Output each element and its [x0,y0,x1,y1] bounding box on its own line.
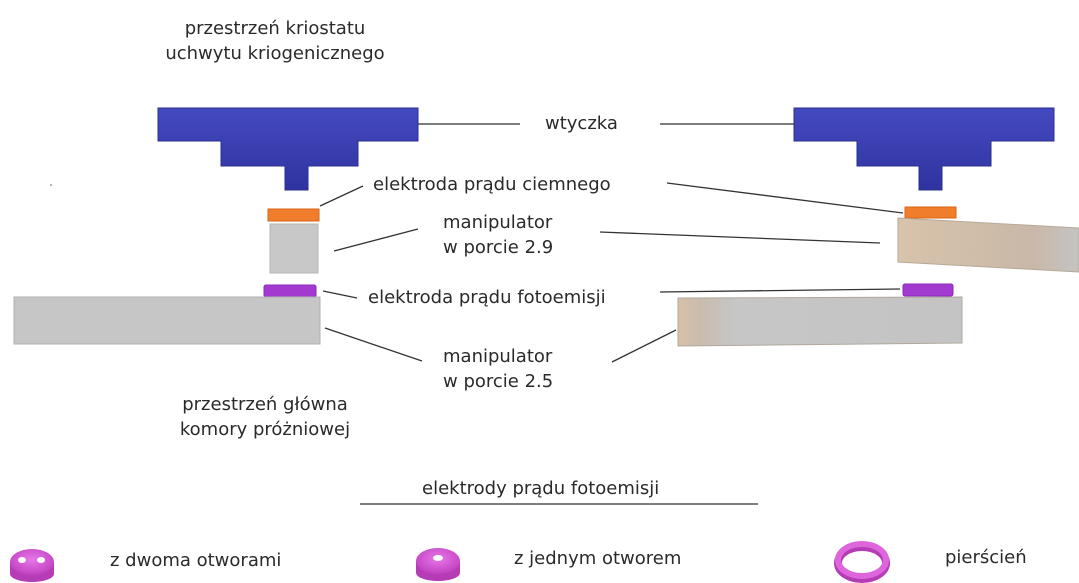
plug-right [793,107,1055,191]
photo-electrode-leader-right [659,288,901,293]
dark-current-electrode-left [267,208,320,222]
cryostat-space-line1: przestrzeń kriostatu [184,18,366,39]
disc-two-holes-icon [10,549,54,582]
manipulator-25-label: manipulator w porcie 2.5 [443,344,553,394]
manipulator-25-leader-right [611,329,677,363]
manipulator-25-right [677,296,963,347]
manipulator-29-right [897,217,1079,273]
speck [50,184,52,186]
main-space-line1: przestrzeń główna [182,394,348,415]
legend-item-two-holes: z dwoma otworami [110,550,282,571]
photo-electrode-left [263,284,317,298]
manipulator-25-left [13,296,321,345]
main-space-line2: komory próżniowej [179,419,351,440]
manipulator-25-leader-left [324,327,423,362]
cryostat-space-line2: uchwytu kriogenicznego [165,43,385,64]
manipulator-25-line2: w porcie 2.5 [443,371,554,392]
main-space-label: przestrzeń główna komory próżniowej [130,392,400,442]
legend-item-one-hole: z jednym otworem [514,548,682,569]
manipulator-25-line1: manipulator [443,346,553,367]
dark-electrode-leader-left [319,185,364,207]
cryostat-space-label: przestrzeń kriostatu uchwytu kriogeniczn… [130,16,420,66]
photo-electrode-leader-left [322,290,358,299]
legend-title: elektrody prądu fotoemisji [422,478,660,499]
right-assembly [677,107,1079,347]
dark-current-electrode-right [904,206,957,219]
photo-electrode-right [902,283,954,297]
manipulator-29-leader-right [599,231,881,244]
legend-item-ring: pierścień [945,547,1027,568]
manipulator-29-leader-left [333,228,419,252]
manipulator-29-label: manipulator w porcie 2.9 [443,210,553,260]
plug-label: wtyczka [545,113,618,134]
left-assembly [13,107,419,345]
dark-current-electrode-label: elektroda prądu ciemnego [373,174,611,195]
manipulator-29-line2: w porcie 2.9 [443,237,554,258]
leader-lines [319,123,904,505]
ring-icon [834,541,890,583]
photoemission-electrode-label: elektroda prądu fotoemisji [368,287,606,308]
manipulator-29-line1: manipulator [443,212,553,233]
manipulator-29-left [269,223,319,274]
dark-electrode-leader-right [666,182,904,214]
plug-left [157,107,419,191]
disc-one-hole-icon [416,548,460,581]
